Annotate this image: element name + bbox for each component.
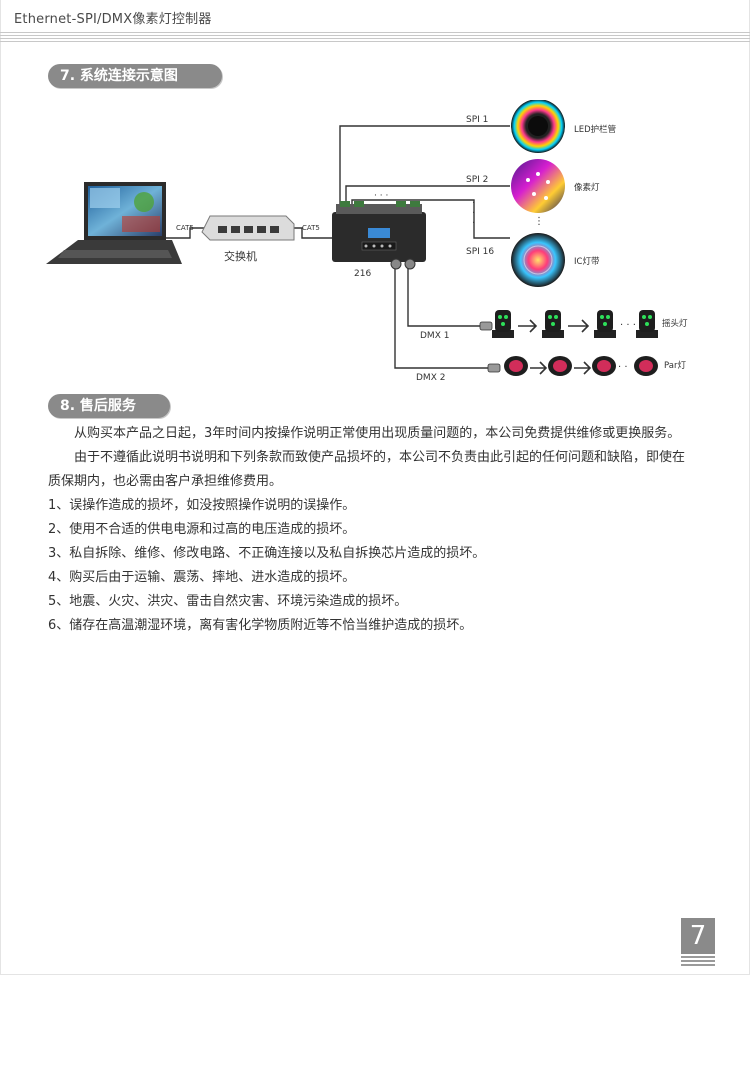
dmx1-plug-icon	[479, 321, 493, 331]
header-title: Ethernet-SPI/DMX像素灯控制器	[14, 12, 212, 27]
cable-left-label: CAT5	[176, 224, 194, 232]
controller-216-icon	[332, 201, 426, 270]
pixel-light-icon	[511, 159, 565, 213]
par-light-dots: · ·	[618, 362, 628, 373]
after-sales-paragraph-2: 由于不遵循此说明书说明和下列条款而致使产品损坏的，本公司不负责由此引起的任何问题…	[48, 450, 686, 489]
ic-strip-label: IC灯带	[574, 256, 600, 267]
moving-head-1-icon	[492, 310, 514, 338]
after-sales-text: 从购买本产品之日起，3年时间内按操作说明正常使用出现质量问题的，本公司免费提供维…	[48, 422, 688, 638]
moving-head-label: 摇头灯	[662, 318, 688, 329]
moving-head-dots: · · ·	[620, 320, 636, 331]
after-sales-item-2: 2、使用不合适的供电电源和过高的电压造成的损坏。	[48, 522, 356, 537]
arrow-3-icon	[530, 361, 548, 375]
led-tube-label: LED护栏管	[574, 124, 616, 135]
header-rule	[0, 32, 750, 46]
moving-head-2-icon	[542, 310, 564, 338]
after-sales-item-4: 4、购买后由于运输、震荡、摔地、进水造成的损坏。	[48, 570, 356, 585]
dmx2-plug-icon	[487, 363, 501, 373]
ic-strip-icon	[511, 233, 565, 287]
moving-head-4-icon	[636, 310, 658, 338]
page-number-rule	[681, 956, 715, 968]
pixel-vertical-dots: ⋮	[534, 216, 544, 227]
spi-vertical-dots-2: ·	[472, 208, 475, 219]
controller-dots: · · ·	[374, 191, 388, 201]
dmx-wires	[394, 268, 488, 369]
diagram-svg: CAT5 CAT5 交换机 · · · 216	[46, 100, 688, 383]
switch-label: 交换机	[224, 249, 257, 263]
spi2-label: SPI 2	[466, 175, 488, 185]
led-tube-icon	[511, 100, 565, 153]
after-sales-item-5: 5、地震、火灾、洪灾、雷击自然灾害、环境污染造成的损坏。	[48, 594, 408, 609]
after-sales-item-3: 3、私自拆除、维修、修改电路、不正确连接以及私自拆换芯片造成的损坏。	[48, 546, 486, 561]
par-light-3-icon	[592, 356, 616, 376]
spi-vertical-dots-3: ·	[472, 218, 475, 229]
controller-label: 216	[354, 269, 371, 279]
network-cables	[162, 227, 332, 239]
par-light-label: Par灯	[664, 360, 686, 371]
moving-head-3-icon	[594, 310, 616, 338]
page-number: 7	[681, 918, 715, 954]
section-7-title: 7. 系统连接示意图	[48, 64, 222, 88]
par-light-2-icon	[548, 356, 572, 376]
after-sales-item-1: 1、误操作造成的损坏，如没按照操作说明的误操作。	[48, 498, 356, 513]
par-light-1-icon	[504, 356, 528, 376]
arrow-2-icon	[568, 319, 590, 333]
after-sales-item-6: 6、储存在高温潮湿环境，离有害化学物质附近等不恰当维护造成的损坏。	[48, 618, 473, 633]
laptop-icon	[46, 182, 182, 264]
pixel-light-label: 像素灯	[574, 182, 600, 193]
section-8-title: 8. 售后服务	[48, 394, 170, 418]
spi1-label: SPI 1	[466, 115, 488, 125]
spi-vertical-dots-1: ·	[472, 198, 475, 209]
par-light-4-icon	[634, 356, 658, 376]
after-sales-paragraph-1: 从购买本产品之日起，3年时间内按操作说明正常使用出现质量问题的，本公司免费提供维…	[74, 426, 681, 441]
system-connection-diagram: CAT5 CAT5 交换机 · · · 216	[40, 100, 720, 390]
dmx1-label: DMX 1	[420, 331, 449, 341]
arrow-1-icon	[518, 319, 538, 333]
spi16-label: SPI 16	[466, 247, 494, 257]
dmx2-label: DMX 2	[416, 373, 445, 383]
arrow-4-icon	[574, 361, 592, 375]
network-switch-icon	[201, 215, 295, 241]
cable-right-label: CAT5	[302, 224, 320, 232]
